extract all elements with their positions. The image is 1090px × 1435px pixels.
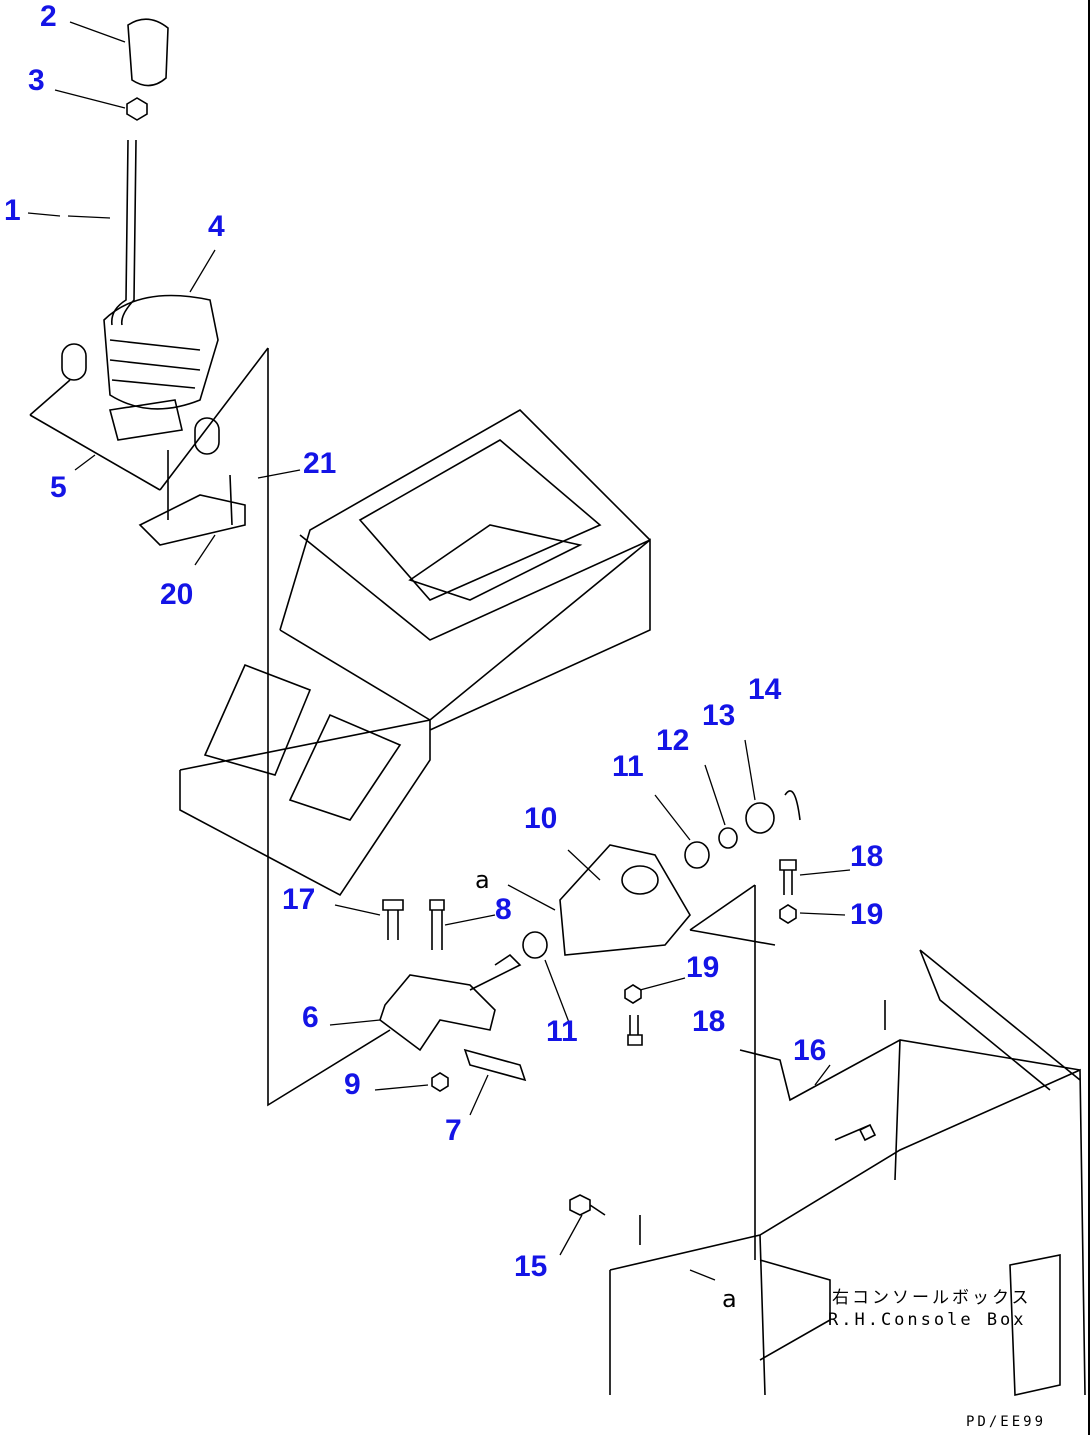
lever <box>110 139 137 326</box>
bushing-11a <box>684 841 710 869</box>
pin-7 <box>463 1048 527 1082</box>
bolt-18b <box>627 1015 643 1046</box>
bolt-15 <box>569 1194 606 1216</box>
bolt-8 <box>429 899 445 950</box>
callout-6: 6 <box>302 1001 319 1034</box>
callout-21: 21 <box>303 447 337 480</box>
nut-19a <box>779 904 797 924</box>
callout-19a: 19 <box>850 898 884 931</box>
callout-18a: 18 <box>850 840 884 873</box>
caption-jp: 右コンソールボックス <box>832 1288 1032 1308</box>
nut-19b <box>624 984 642 1004</box>
callout-3: 3 <box>28 64 45 97</box>
nut <box>126 97 148 121</box>
callout-14: 14 <box>748 673 782 706</box>
drawing-code: PD/EE99 <box>966 1414 1047 1430</box>
callout-17: 17 <box>282 883 316 916</box>
callout-19b: 19 <box>686 951 720 984</box>
callout-7: 7 <box>445 1114 462 1147</box>
knob <box>127 18 169 87</box>
callout-8: 8 <box>495 893 512 926</box>
frame <box>609 949 1086 1396</box>
bolt-17 <box>382 899 404 940</box>
console-box <box>179 409 651 897</box>
nut-9 <box>431 1072 449 1092</box>
callout-4: 4 <box>208 210 225 243</box>
callout-11a: 11 <box>612 750 644 783</box>
caption-en: R.H.Console Box <box>828 1310 1027 1330</box>
callout-1: 1 <box>4 194 21 227</box>
lever-boot <box>103 294 219 410</box>
callout-16: 16 <box>793 1034 827 1067</box>
callout-15: 15 <box>514 1250 548 1283</box>
callout-13: 13 <box>702 699 736 732</box>
view-marker-a-target: a <box>722 1285 737 1313</box>
pin-14 <box>784 790 801 821</box>
bracket-20 <box>138 474 246 546</box>
washer-12 <box>718 827 738 849</box>
bolt-18a <box>779 859 797 895</box>
bolt-16 <box>834 1123 877 1142</box>
callout-9: 9 <box>344 1068 361 1101</box>
collar-13 <box>745 802 775 834</box>
callout-20: 20 <box>160 578 194 611</box>
bushing-5a <box>61 343 87 381</box>
callout-5: 5 <box>50 471 67 504</box>
bracket-6 <box>379 953 522 1052</box>
bracket-10 <box>559 844 691 956</box>
bushing-11b <box>522 931 548 959</box>
callout-10: 10 <box>524 802 558 835</box>
view-marker-a: a <box>475 866 490 894</box>
callout-2: 2 <box>40 0 57 33</box>
callout-18b: 18 <box>692 1005 726 1038</box>
callout-12: 12 <box>656 724 690 757</box>
callout-11b: 11 <box>546 1015 578 1048</box>
bushing-5b <box>194 417 220 455</box>
